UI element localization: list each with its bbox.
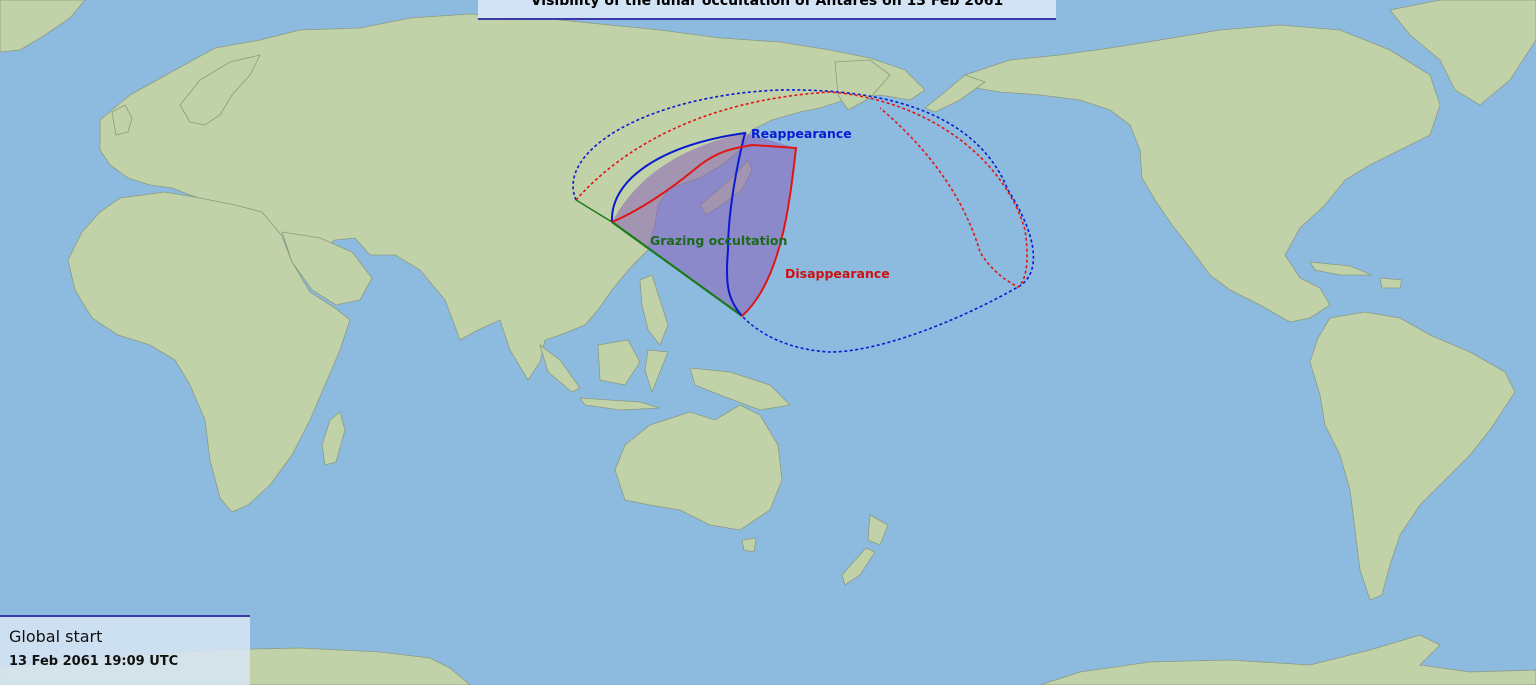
alaska-peninsula — [924, 74, 986, 113]
reappearance-line — [610, 131, 747, 317]
new-zealand-north — [867, 514, 889, 546]
great-britain — [111, 104, 133, 136]
greenland-west — [0, 0, 86, 53]
reappearance-limit-dotted — [572, 89, 1035, 353]
kamchatka — [834, 59, 891, 111]
cuba — [1309, 261, 1373, 276]
occultation-zone: Reappearance Disappearance Grazing occul… — [572, 89, 1035, 353]
antarctica-east — [1039, 634, 1536, 685]
philippines — [639, 274, 669, 346]
info-label: Global start — [9, 627, 103, 646]
grazing-line — [611, 221, 743, 317]
info-time: 13 Feb 2061 19:09 UTC — [9, 654, 179, 669]
madagascar — [321, 411, 346, 466]
new-guinea — [689, 367, 791, 411]
borneo — [597, 339, 641, 386]
scandinavia — [179, 54, 261, 126]
australia — [614, 404, 783, 531]
sumatra — [539, 343, 581, 393]
visibility-zone-fill — [612, 133, 796, 316]
info-panel: Global start 13 Feb 2061 19:09 UTC — [0, 615, 250, 685]
grazing-line-north — [575, 199, 613, 223]
sulawesi — [644, 349, 669, 394]
hispaniola — [1379, 277, 1403, 289]
new-zealand-south — [841, 547, 876, 586]
disappearance-limit-dotted — [575, 91, 1028, 288]
south-america — [1309, 311, 1516, 601]
arabia — [281, 231, 373, 306]
disappearance-label: Disappearance — [785, 266, 890, 281]
java — [579, 397, 661, 411]
disappearance-line — [611, 143, 798, 317]
map-title: Visibility of the lunar occultation of A… — [478, 0, 1056, 20]
tasmania — [741, 537, 757, 553]
greenland — [1389, 0, 1536, 106]
grazing-occultation-label: Grazing occultation — [650, 233, 787, 248]
north-america — [964, 24, 1441, 323]
africa — [67, 191, 351, 513]
reappearance-label: Reappearance — [751, 126, 852, 141]
